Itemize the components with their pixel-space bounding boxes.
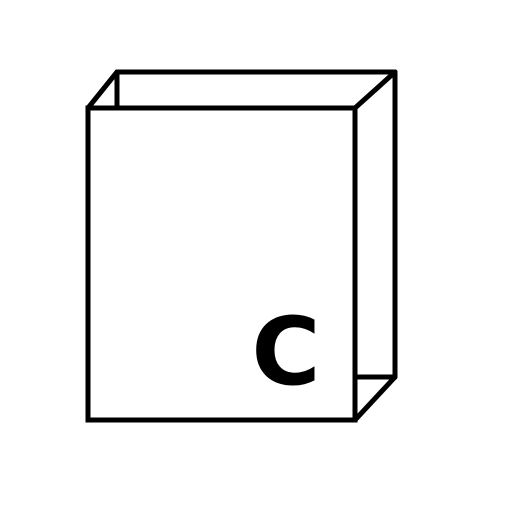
option-label: C bbox=[252, 298, 321, 407]
depth-edge-bottom-right bbox=[352, 374, 398, 423]
front-face bbox=[85, 105, 358, 423]
depth-edge-top-left bbox=[85, 69, 120, 111]
depth-edge-top-right bbox=[352, 69, 398, 111]
